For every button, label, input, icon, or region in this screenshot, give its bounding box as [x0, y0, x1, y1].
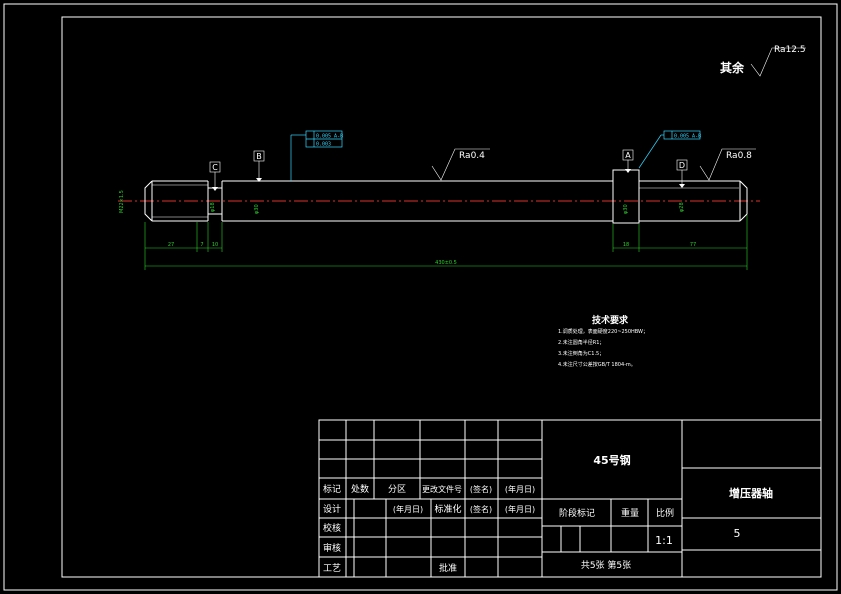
tb-material: 45号钢: [593, 453, 630, 467]
roughness-right: Ra0.8: [699, 148, 756, 181]
svg-text:B: B: [256, 152, 262, 161]
tb-process: 工艺: [323, 563, 341, 574]
tb-sheets: 共5张 第5张: [581, 559, 631, 571]
default-roughness-note: 其余 Ra12.5: [720, 45, 806, 77]
tech-item-1: 1.调质处理，表面硬度220~250HBW；: [558, 328, 648, 335]
svg-text:0.003: 0.003: [316, 142, 331, 148]
tolerance-frame-left: 0.005 A-B 0.003: [290, 130, 343, 181]
tech-item-4: 4.未注尺寸公差按GB/T 1804-m。: [558, 361, 636, 368]
tb-doc: 更改文件号: [422, 484, 462, 494]
datum-b: B: [253, 150, 265, 182]
tb-std: 标准化: [434, 503, 461, 515]
tb-mark: 标记: [323, 483, 341, 495]
svg-text:0.005 A-B: 0.005 A-B: [674, 134, 701, 140]
tb-date2: (年月日): [393, 504, 423, 514]
tb-sign2: (签名): [470, 504, 492, 514]
svg-text:0.005 A-B: 0.005 A-B: [316, 134, 343, 140]
title-block: [318, 419, 822, 578]
tb-approve: 批准: [439, 562, 457, 574]
datum-triangle-icon: [679, 184, 685, 188]
tb-date3: (年月日): [505, 504, 535, 514]
svg-text:Ra0.8: Ra0.8: [726, 151, 752, 161]
dimension-lines: [144, 215, 748, 270]
tb-sign: (签名): [470, 484, 492, 494]
datum-d: D: [676, 159, 688, 188]
svg-text:Ra0.4: Ra0.4: [459, 151, 485, 161]
dim-left-gap: 7: [200, 242, 203, 248]
rough-note-text: 其余: [720, 60, 745, 75]
dim-right-len: 77: [690, 242, 696, 248]
datum-triangle-icon: [625, 169, 631, 173]
dim-left-len: 27: [168, 242, 174, 248]
tb-design: 设计: [323, 503, 341, 515]
outer-frame: [3, 3, 838, 591]
dim-total: 430±0.5: [435, 260, 457, 266]
dim-dia-b: φ30: [254, 204, 260, 214]
datum-a: A: [622, 149, 634, 173]
tb-zone: 分区: [388, 484, 406, 495]
dim-left-groove: 10: [212, 242, 218, 248]
svg-text:C: C: [212, 163, 218, 172]
tb-stage-label: 阶段标记: [559, 507, 595, 519]
tb-check: 校核: [323, 522, 341, 534]
tb-date: (年月日): [505, 484, 535, 494]
tech-item-2: 2.未注圆角半径R1；: [558, 339, 604, 346]
dim-dia-a: φ30: [623, 204, 629, 214]
roughness-symbol-icon: [431, 148, 490, 181]
tolerance-frame-right: 0.005 A-B: [638, 130, 701, 169]
tb-count: 处数: [351, 483, 369, 495]
datum-triangle-icon: [256, 178, 262, 182]
tech-item-3: 3.未注倒角为C1.5；: [558, 350, 604, 357]
dim-right-collar: 18: [623, 242, 629, 248]
datum-c: C: [209, 161, 221, 191]
roughness-symbol-icon: [750, 47, 806, 77]
tb-scale-value: 1:1: [655, 534, 673, 547]
svg-text:D: D: [679, 161, 685, 170]
tb-review: 审核: [323, 542, 341, 554]
shaft-outline: [144, 169, 748, 224]
technical-requirements: 技术要求 1.调质处理，表面硬度220~250HBW； 2.未注圆角半径R1； …: [558, 314, 648, 368]
tech-title: 技术要求: [592, 314, 629, 326]
tb-drawing-no: 5: [734, 527, 741, 540]
tb-scale-label: 比例: [656, 507, 674, 519]
roughness-body: Ra0.4: [431, 148, 490, 181]
rough-default-text: Ra12.5: [774, 45, 806, 55]
tb-part-name: 增压器轴: [729, 486, 773, 500]
dim-dia-d: φ28: [679, 202, 685, 212]
tb-weight-label: 重量: [621, 507, 639, 519]
dim-left-dia: M22×1.5: [119, 190, 125, 213]
svg-text:A: A: [625, 151, 631, 160]
dim-groove-dia: φ18: [210, 202, 216, 212]
roughness-symbol-icon: [699, 148, 756, 181]
datum-triangle-icon: [212, 187, 218, 191]
